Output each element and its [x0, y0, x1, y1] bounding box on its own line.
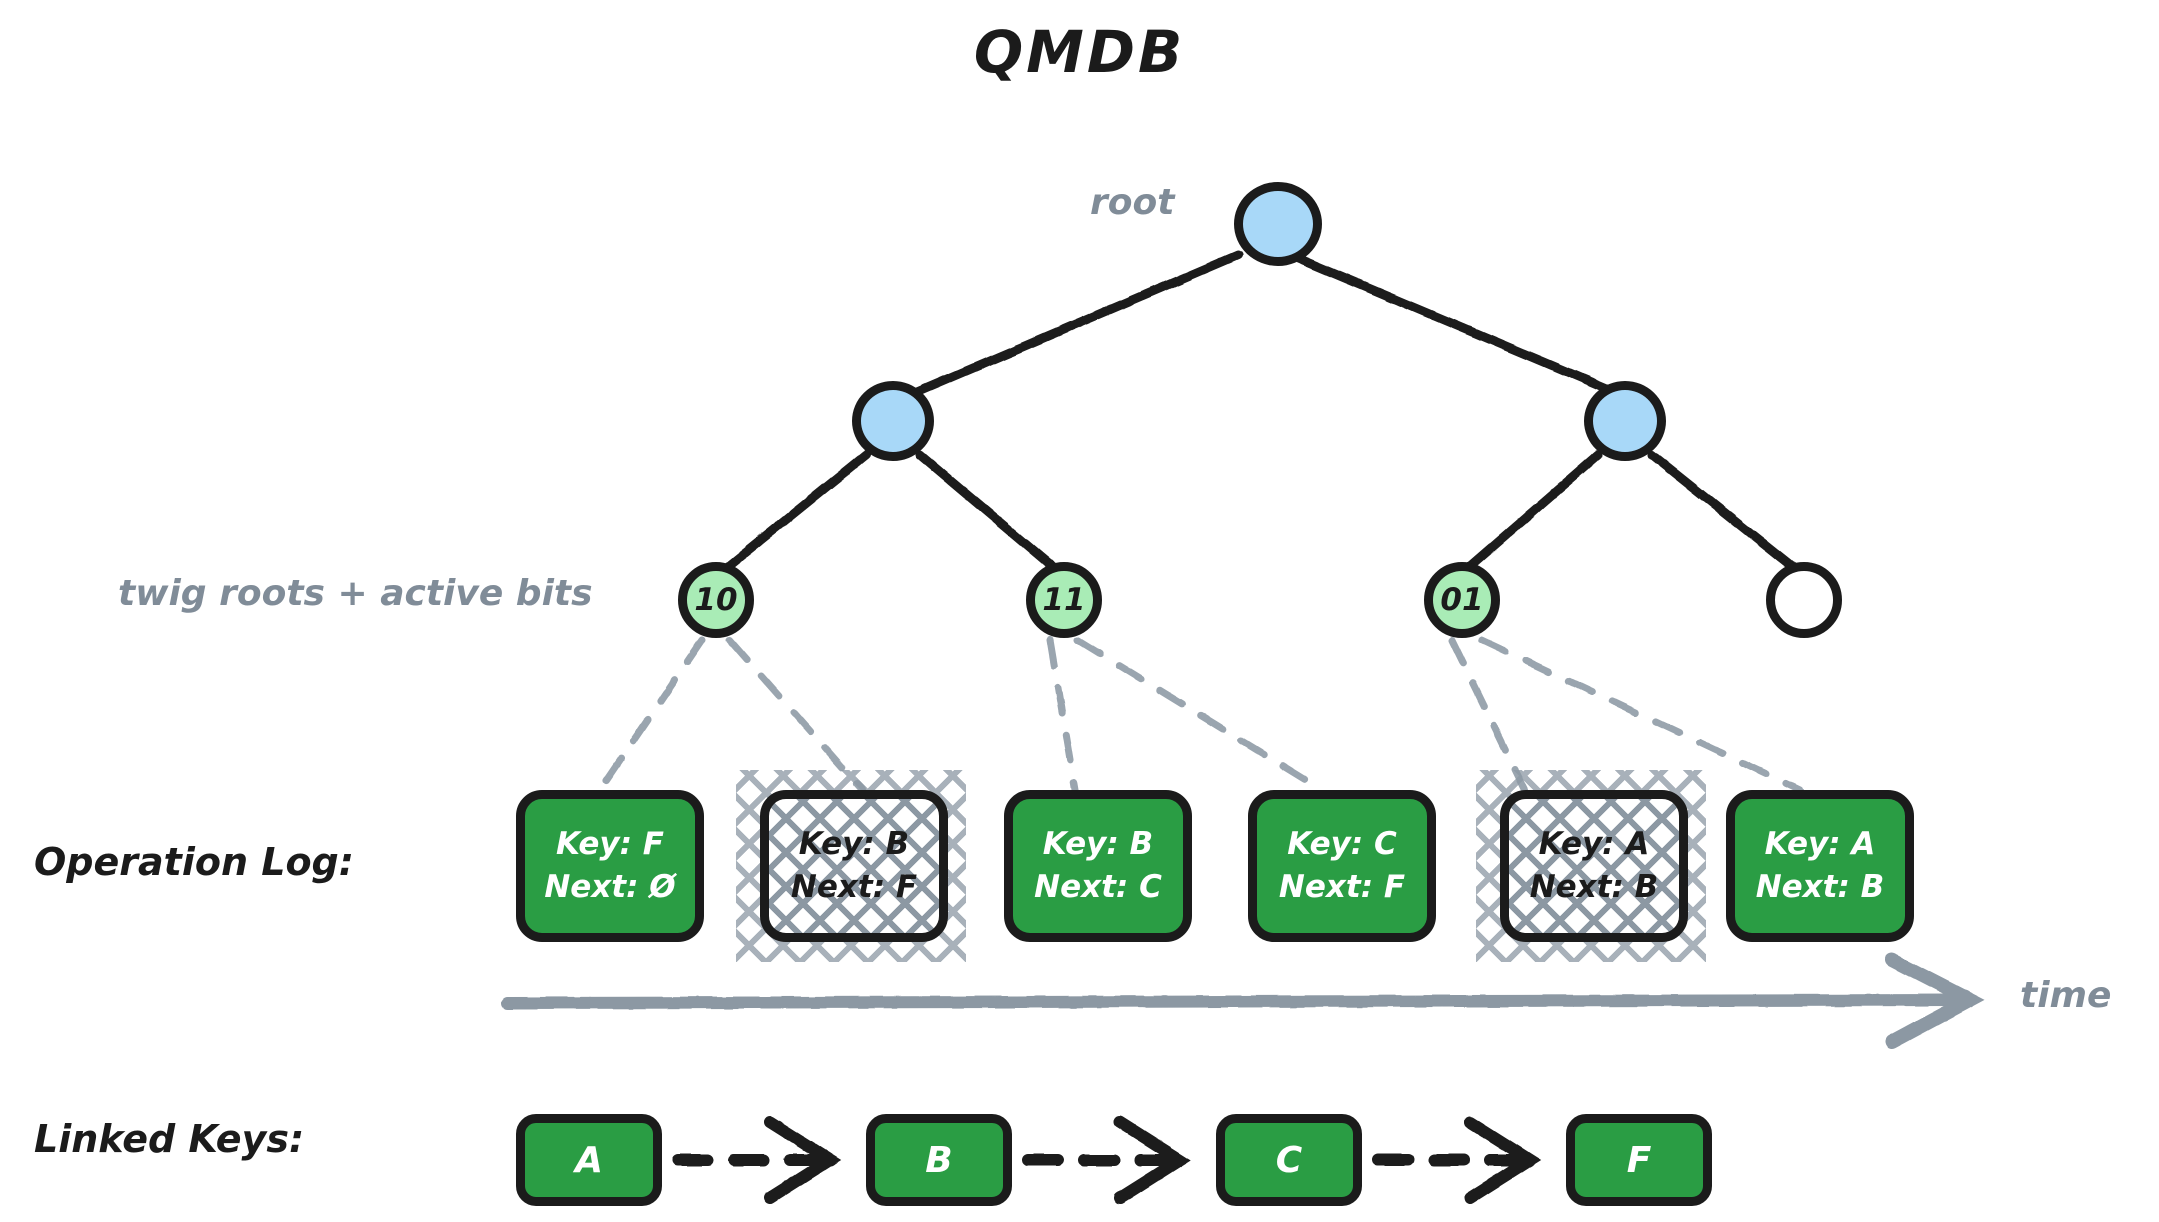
entry-key: Key: B: [1042, 826, 1154, 863]
link-twig10-entry1: [596, 636, 706, 794]
linked-key-node[interactable]: B: [866, 1114, 1012, 1206]
entry-key: Key: A: [1538, 826, 1650, 863]
link-twig11-entry4: [1074, 636, 1326, 794]
linked-arrow-a-b: [672, 1116, 842, 1204]
entry-key: Key: C: [1287, 826, 1397, 863]
entry-next: Next: C: [1034, 869, 1162, 905]
entry-key: Key: B: [798, 826, 910, 863]
twig-to-log-links: [596, 636, 1804, 794]
entry-next: Next: B: [1755, 869, 1885, 905]
operation-log-entry[interactable]: Key: A Next: B: [1726, 790, 1914, 942]
operation-log-entry[interactable]: Key: B Next: F: [760, 790, 948, 942]
tree-node-internal-right[interactable]: [1584, 381, 1666, 461]
time-axis-arrow: [502, 953, 1986, 1049]
linked-key-label: B: [925, 1139, 953, 1181]
entry-next: Next: B: [1529, 869, 1659, 905]
twig-active-bits: 01: [1440, 582, 1484, 618]
linked-key-arrows: [672, 1116, 1542, 1204]
operation-log-entry[interactable]: Key: B Next: C: [1004, 790, 1192, 942]
linked-arrow-c-f: [1372, 1116, 1542, 1204]
linked-key-node[interactable]: C: [1216, 1114, 1362, 1206]
linked-key-node[interactable]: A: [516, 1114, 662, 1206]
link-twig01-entry5: [1448, 636, 1529, 794]
link-twig10-entry2: [726, 636, 866, 794]
linked-key-node[interactable]: F: [1566, 1114, 1712, 1206]
tree-node-internal-left[interactable]: [852, 381, 934, 461]
tree-node-root[interactable]: [1234, 182, 1322, 266]
operation-log-label: Operation Log:: [34, 840, 354, 884]
linked-key-label: F: [1626, 1139, 1652, 1181]
entry-next: Next: F: [1278, 869, 1406, 905]
tree-edges: [715, 250, 1805, 578]
twig-roots-label: twig roots + active bits: [118, 573, 593, 614]
page-title: QMDB: [973, 18, 1186, 86]
operation-log-entry[interactable]: Key: A Next: B: [1500, 790, 1688, 942]
tree-node-twig-10[interactable]: 10: [678, 562, 754, 638]
root-label: root: [1090, 182, 1175, 223]
entry-key: Key: F: [556, 826, 664, 863]
tree-node-twig-01[interactable]: 01: [1424, 562, 1500, 638]
operation-log-entry[interactable]: Key: C Next: F: [1248, 790, 1436, 942]
linked-key-label: C: [1275, 1139, 1303, 1181]
entry-key: Key: A: [1764, 826, 1876, 863]
tree-node-twig-empty[interactable]: [1766, 562, 1842, 638]
entry-next: Next: Ø: [544, 869, 676, 905]
twig-active-bits: 11: [1042, 582, 1086, 618]
time-axis-label: time: [2020, 975, 2112, 1016]
entry-next: Next: F: [790, 869, 918, 905]
tree-node-twig-11[interactable]: 11: [1026, 562, 1102, 638]
linked-keys-label: Linked Keys:: [34, 1117, 305, 1161]
twig-active-bits: 10: [694, 582, 738, 618]
operation-log-entry[interactable]: Key: F Next: Ø: [516, 790, 704, 942]
linked-arrow-b-c: [1022, 1116, 1192, 1204]
linked-key-label: A: [575, 1139, 603, 1181]
link-twig01-entry6: [1478, 636, 1804, 794]
link-twig11-entry3: [1046, 636, 1079, 794]
